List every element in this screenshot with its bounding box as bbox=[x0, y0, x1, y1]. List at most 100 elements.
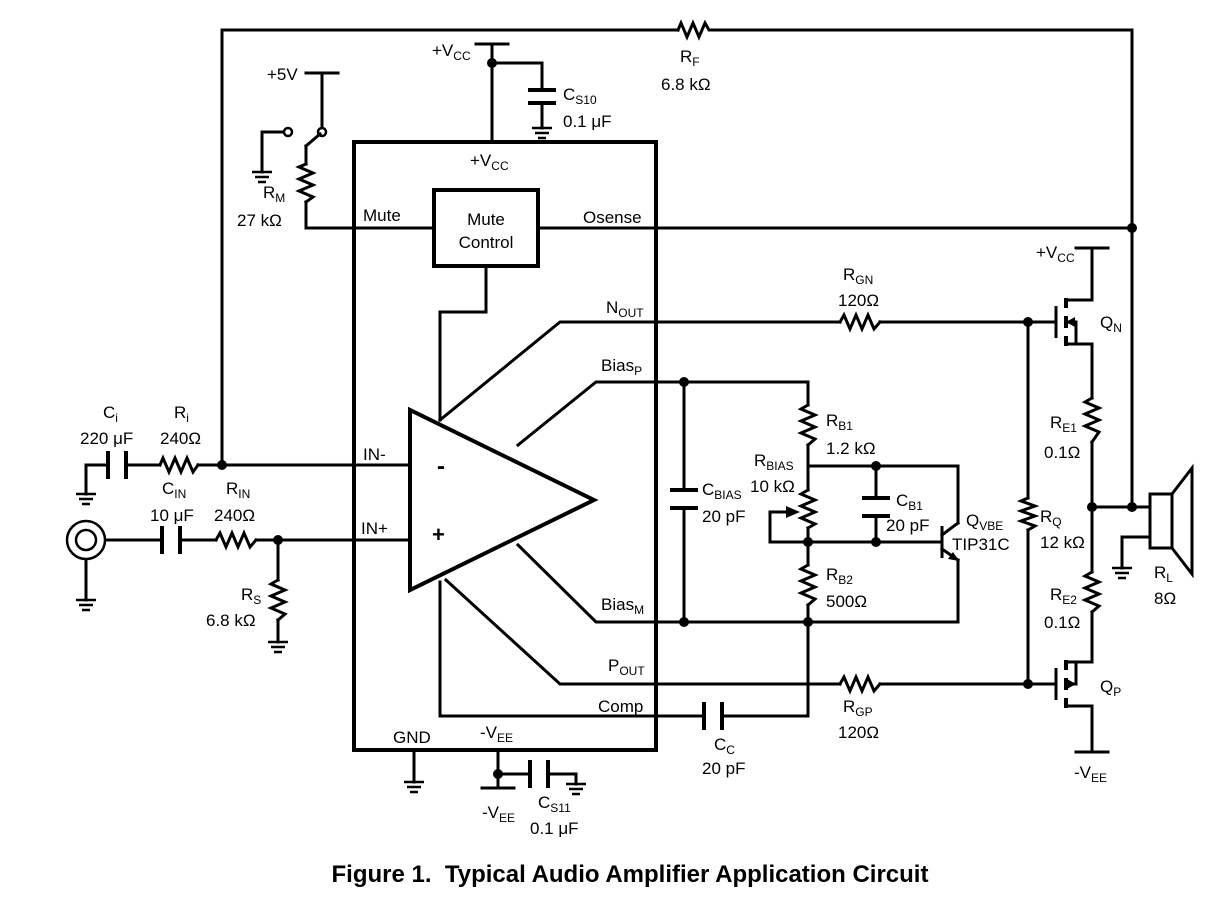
pin-nout: NOUT bbox=[606, 298, 644, 320]
ground-icon bbox=[268, 640, 288, 654]
ri-name: Ri bbox=[174, 403, 189, 425]
pin-gnd: GND bbox=[393, 728, 431, 747]
resistor-rm bbox=[295, 162, 317, 205]
pin-comp: Comp bbox=[598, 697, 643, 716]
pin-biasp: BiasP bbox=[601, 356, 642, 378]
cbias-name: CBIAS bbox=[702, 480, 742, 502]
plus5v-label: +5V bbox=[267, 65, 298, 84]
transistor-qvbe bbox=[939, 520, 961, 563]
resistor-rs bbox=[267, 577, 289, 623]
mute-block-line2: Control bbox=[459, 233, 514, 252]
rbias-name: RBIAS bbox=[754, 451, 794, 473]
cb1-value: 20 pF bbox=[886, 516, 929, 535]
mute-control-block bbox=[432, 188, 540, 268]
transistor-qn bbox=[1054, 298, 1078, 346]
vcc-top-label: +VCC bbox=[432, 41, 471, 63]
pin-in-minus: IN- bbox=[363, 445, 386, 464]
cs10-name: CS10 bbox=[563, 85, 597, 107]
qvbe-value: TIP31C bbox=[952, 535, 1010, 554]
vcc-right-label: +VCC bbox=[1036, 243, 1075, 265]
capacitors bbox=[106, 88, 890, 788]
resistor-rb2 bbox=[797, 562, 819, 608]
rm-value: 27 kΩ bbox=[237, 211, 282, 230]
ic-pin-labels: +VCC Mute Osense NOUT BiasP IN- IN+ Bias… bbox=[361, 151, 645, 747]
rl-name: RL bbox=[1154, 563, 1173, 585]
pin-in-plus: IN+ bbox=[361, 519, 388, 538]
resistor-ri bbox=[158, 454, 201, 476]
speaker-icon bbox=[1148, 463, 1194, 579]
ground-icon bbox=[404, 780, 424, 794]
resistor-rq bbox=[1016, 496, 1040, 533]
vee-bottom-label: -VEE bbox=[482, 803, 515, 825]
capacitor-cbias bbox=[670, 488, 698, 510]
capacitor-cc bbox=[702, 702, 724, 730]
resistor-rf bbox=[676, 19, 714, 41]
ground-icon bbox=[252, 170, 272, 184]
rb1-name: RB1 bbox=[826, 411, 853, 433]
cb1-name: CB1 bbox=[896, 491, 923, 513]
rgn-value: 120Ω bbox=[838, 291, 879, 310]
capacitor-cb1 bbox=[862, 496, 890, 518]
rb2-name: RB2 bbox=[826, 565, 853, 587]
resistor-re1 bbox=[1081, 395, 1103, 445]
rf-name: RF bbox=[680, 47, 700, 69]
rgn-name: RGN bbox=[843, 265, 873, 287]
resistor-re2 bbox=[1081, 569, 1103, 615]
mute-switch bbox=[282, 126, 328, 149]
resistor-rgn bbox=[837, 311, 883, 333]
ground-symbols bbox=[76, 126, 1132, 796]
re1-value: 0.1Ω bbox=[1044, 443, 1080, 462]
rgp-value: 120Ω bbox=[838, 723, 879, 742]
rq-name: RQ bbox=[1040, 507, 1062, 529]
rl-value: 8Ω bbox=[1154, 589, 1176, 608]
qn-name: QN bbox=[1100, 313, 1122, 335]
ground-icon bbox=[76, 598, 96, 612]
ground-icon bbox=[532, 126, 552, 140]
ci-value: 220 μF bbox=[80, 429, 133, 448]
mute-block-line1: Mute bbox=[467, 210, 505, 229]
cc-value: 20 pF bbox=[702, 759, 745, 778]
rm-name: RM bbox=[263, 183, 285, 205]
pin-osense: Osense bbox=[583, 208, 642, 227]
pin-mute: Mute bbox=[363, 206, 401, 225]
vee-right-label: -VEE bbox=[1074, 763, 1107, 785]
figure-caption: Figure 1. Typical Audio Amplifier Applic… bbox=[332, 861, 929, 888]
emitter-arrow-icon bbox=[948, 552, 959, 561]
rs-value: 6.8 kΩ bbox=[206, 611, 256, 630]
amplifier-ic: Mute Control - + bbox=[352, 140, 658, 752]
ic-outline bbox=[352, 140, 658, 752]
qp-name: QP bbox=[1100, 677, 1121, 699]
capacitor-ci bbox=[106, 451, 128, 479]
re2-name: RE2 bbox=[1050, 585, 1077, 607]
ground-icon bbox=[566, 782, 586, 796]
resistor-rin bbox=[213, 529, 259, 551]
mosfet-arrow-icon bbox=[1066, 317, 1075, 327]
capacitor-cs11 bbox=[528, 760, 550, 788]
rf-value: 6.8 kΩ bbox=[661, 75, 711, 94]
rbias-value: 10 kΩ bbox=[750, 477, 795, 496]
cs11-name: CS11 bbox=[538, 793, 571, 815]
pin-vee: -VEE bbox=[480, 723, 513, 745]
transistor-qp bbox=[1054, 660, 1078, 708]
cin-name: CIN bbox=[162, 479, 186, 501]
input-jack-icon bbox=[65, 519, 107, 561]
cbias-value: 20 pF bbox=[702, 507, 745, 526]
re2-value: 0.1Ω bbox=[1044, 613, 1080, 632]
capacitor-cin bbox=[160, 526, 182, 554]
ci-name: Ci bbox=[103, 403, 118, 425]
supply-rails: +VCC +5V +VCC -VEE -VEE bbox=[267, 41, 1110, 825]
ground-icon bbox=[1112, 566, 1132, 580]
resistor-rb1 bbox=[797, 402, 819, 448]
junction-dots bbox=[217, 58, 1137, 779]
cs11-value: 0.1 μF bbox=[530, 819, 579, 838]
rbias-wiper-arrow bbox=[786, 506, 800, 518]
cs10-value: 0.1 μF bbox=[563, 112, 612, 131]
opamp-plus-sign: + bbox=[432, 522, 445, 547]
resistor-rgp bbox=[837, 673, 883, 695]
mosfet-arrow-icon bbox=[1067, 679, 1076, 689]
rq-value: 12 kΩ bbox=[1040, 533, 1085, 552]
re1-name: RE1 bbox=[1050, 413, 1077, 435]
ground-icon bbox=[76, 492, 96, 506]
capacitor-cs10 bbox=[528, 88, 556, 105]
